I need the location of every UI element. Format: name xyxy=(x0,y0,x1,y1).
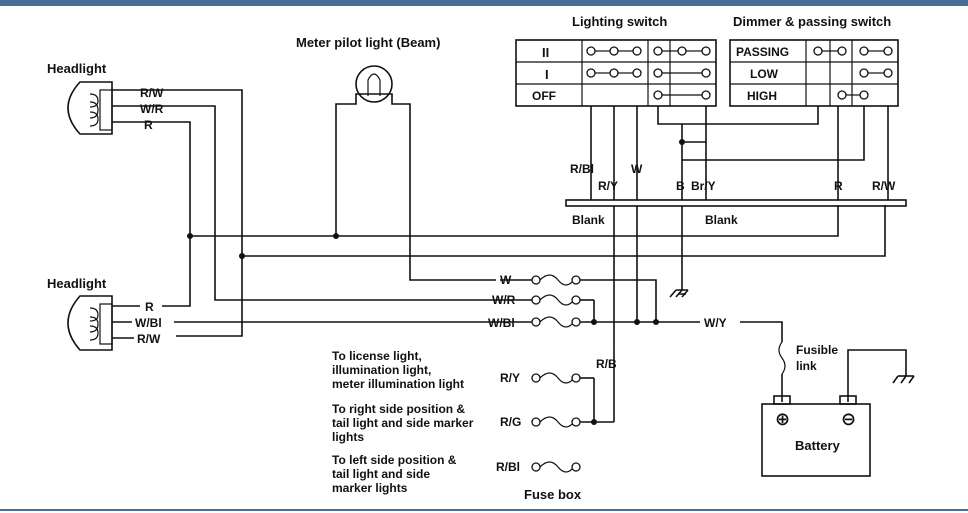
headlight-bottom-wire-wbl: W/Bl xyxy=(135,316,162,330)
switch-leads xyxy=(590,106,889,200)
headlight-top-icon xyxy=(67,81,113,135)
headlight-top-title: Headlight xyxy=(47,61,107,76)
fusible-link-line2: link xyxy=(796,359,817,373)
dest-license-line3: meter illumination light xyxy=(332,377,464,391)
fuse-wire-wy: W/Y xyxy=(704,316,727,330)
top-frame-bar xyxy=(0,0,968,6)
fuse-wire-rg: R/G xyxy=(500,415,521,429)
lighting-pos-1: I xyxy=(545,67,549,82)
dest-left-line1: To left side position & xyxy=(332,453,457,467)
lighting-switch-table xyxy=(515,39,717,107)
sw-wire-r: R xyxy=(834,179,843,193)
connector-blank-right: Blank xyxy=(705,213,738,227)
headlight-bottom-wire-r: R xyxy=(145,300,154,314)
meter-pilot-title: Meter pilot light (Beam) xyxy=(296,35,440,50)
connector-bar xyxy=(565,199,907,207)
fuse-group-lower xyxy=(531,350,615,473)
dest-left-line2: tail light and side xyxy=(332,467,430,481)
headlight-bottom-wire-rw: R/W xyxy=(137,332,161,346)
headlight-top-wire-rw: R/W xyxy=(140,86,164,100)
fuse-box-label: Fuse box xyxy=(524,487,582,502)
dest-license-line1: To license light, xyxy=(332,349,422,363)
dest-right-line1: To right side position & xyxy=(332,402,465,416)
dest-left-line3: marker lights xyxy=(332,481,408,495)
sw-wire-bry: Br/Y xyxy=(691,179,716,193)
battery-body xyxy=(761,403,871,477)
fuse-group-upper xyxy=(500,274,581,328)
sw-wire-b: B xyxy=(676,179,685,193)
fuse-wire-wbl: W/Bl xyxy=(488,316,515,330)
fuse-wire-wr: W/R xyxy=(492,293,516,307)
dimmer-pos-high: HIGH xyxy=(747,89,777,103)
lighting-pos-off: OFF xyxy=(532,89,556,103)
sw-wire-ry: R/Y xyxy=(598,179,618,193)
headlight-bottom-icon xyxy=(67,295,113,351)
headlight-top-wire-r: R xyxy=(144,118,153,132)
battery-minus-icon: ⊖ xyxy=(841,409,856,429)
dest-license-line2: illumination light, xyxy=(332,363,431,377)
lighting-switch-title: Lighting switch xyxy=(572,14,667,29)
fusible-link-line1: Fusible xyxy=(796,343,838,357)
dimmer-pos-passing: PASSING xyxy=(736,45,789,59)
fuse-wire-w: W xyxy=(500,273,512,287)
battery-circuit xyxy=(740,321,915,477)
sw-wire-w: W xyxy=(631,162,643,176)
headlight-top-wire-wr: W/R xyxy=(140,102,164,116)
connector-blank-left: Blank xyxy=(572,213,605,227)
dimmer-switch-table xyxy=(729,39,899,107)
sw-wire-rbl: R/Bl xyxy=(570,162,594,176)
battery-label: Battery xyxy=(795,438,841,453)
sw-wire-rw: R/W xyxy=(872,179,896,193)
fuse-wire-ry: R/Y xyxy=(500,371,520,385)
dimmer-switch-title: Dimmer & passing switch xyxy=(733,14,891,29)
fuse-wire-rb: R/B xyxy=(596,357,617,371)
meter-pilot-light-icon xyxy=(335,65,496,281)
lighting-pos-2: II xyxy=(542,45,549,60)
dest-right-line3: lights xyxy=(332,430,364,444)
dimmer-pos-low: LOW xyxy=(750,67,779,81)
fuse-wire-rbl: R/Bl xyxy=(496,460,520,474)
headlight-bottom-title: Headlight xyxy=(47,276,107,291)
headlight-wiring xyxy=(112,89,540,339)
bus-wires xyxy=(187,205,886,259)
lower-switch-wires xyxy=(580,206,700,350)
battery-plus-icon: ⊕ xyxy=(775,409,790,429)
dest-right-line2: tail light and side marker xyxy=(332,416,474,430)
